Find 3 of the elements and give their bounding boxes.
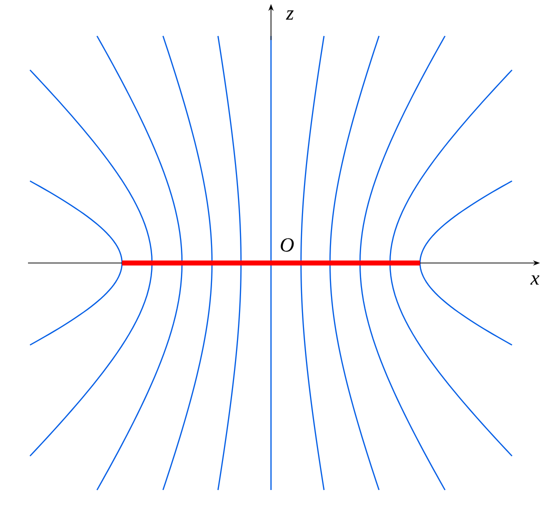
axis-label: x [530,275,540,285]
origin-label: O [280,238,294,252]
axis-label: z [286,10,294,20]
